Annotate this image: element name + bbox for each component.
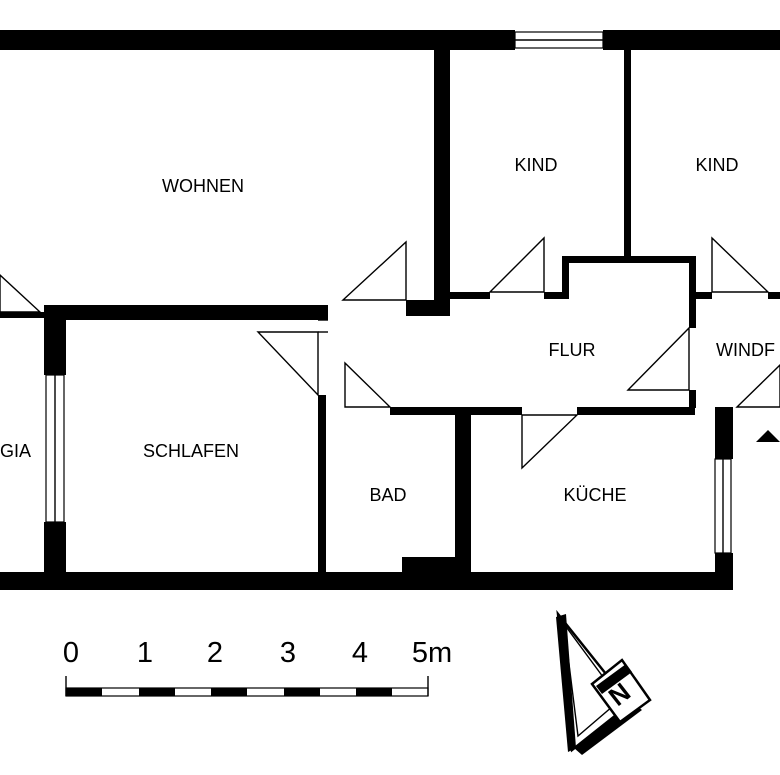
scale-tick-1: 1	[137, 637, 153, 669]
window-kind1	[514, 31, 604, 49]
wall-wohnen-bottom-stub	[406, 300, 450, 316]
wall-loggia-top	[0, 312, 46, 318]
doors	[0, 236, 780, 470]
outer-wall-top-left	[0, 30, 515, 50]
door-schlafen	[256, 331, 319, 397]
north-arrow-icon: N	[556, 609, 652, 755]
scale-tick-5m: 5m	[412, 637, 452, 669]
door-loggia	[0, 274, 42, 313]
room-label-schlafen: SCHLAFEN	[143, 441, 239, 461]
scale-tick-4: 4	[352, 637, 368, 669]
door-wohnen	[341, 240, 407, 301]
wall-bad-kueche	[455, 407, 471, 575]
wall-alcove-bottom-stub	[544, 292, 569, 299]
wall-alcove-left	[562, 256, 569, 299]
door-kind1	[488, 236, 545, 293]
door-entrance	[735, 364, 780, 408]
scale-tick-2: 2	[207, 637, 223, 669]
room-label-windfang: WINDF	[716, 340, 775, 360]
room-label-flur: FLUR	[548, 340, 595, 360]
wall-kueche-east-top	[715, 407, 733, 459]
wall-wohnen-kind	[434, 48, 450, 316]
door-kind2	[711, 236, 770, 293]
room-label-kind-2: KIND	[695, 155, 738, 175]
windows	[45, 31, 732, 554]
room-label-loggia: GIA	[0, 441, 31, 461]
room-label-wohnen: WOHNEN	[162, 176, 244, 196]
wall-alcove-right	[689, 256, 696, 328]
wall-kind-kind	[624, 48, 631, 260]
wall-kind2-bottom-stub	[696, 292, 712, 299]
wall-schlafen-top	[46, 305, 328, 320]
wall-schlafen-west-top	[44, 305, 66, 375]
scale-segments	[65, 676, 429, 697]
wall-schlafen-bad	[318, 395, 326, 575]
outer-wall-bottom	[0, 572, 733, 590]
outer-wall-top-right	[603, 30, 780, 50]
wall-alcove-top	[562, 256, 696, 263]
wall-kind2-bottom-right	[768, 292, 780, 299]
room-label-kueche: KÜCHE	[563, 485, 626, 505]
wall-schlafen-west-bottom	[44, 522, 66, 574]
window-schlafen	[45, 374, 65, 523]
door-bad	[344, 361, 392, 408]
room-label-bad: BAD	[369, 485, 406, 505]
walls	[0, 30, 780, 590]
wall-bad-shaft	[402, 557, 458, 574]
wall-kind1-bottom	[450, 292, 490, 299]
entrance-marker-icon	[756, 430, 780, 442]
wall-kueche-top	[577, 407, 695, 415]
scale-tick-3: 3	[280, 637, 296, 669]
scale-bar: 0 1 2 3 4 5m	[63, 637, 452, 697]
door-windfang	[626, 326, 690, 391]
room-labels: WOHNEN KIND KIND FLUR WINDF GIA SCHLAFEN…	[0, 155, 775, 505]
door-kueche	[521, 414, 579, 470]
room-label-kind-1: KIND	[514, 155, 557, 175]
wall-kueche-east-bottom	[715, 553, 733, 590]
wall-windfang-left	[689, 390, 696, 408]
window-kueche	[714, 458, 732, 554]
scale-tick-0: 0	[63, 637, 79, 669]
